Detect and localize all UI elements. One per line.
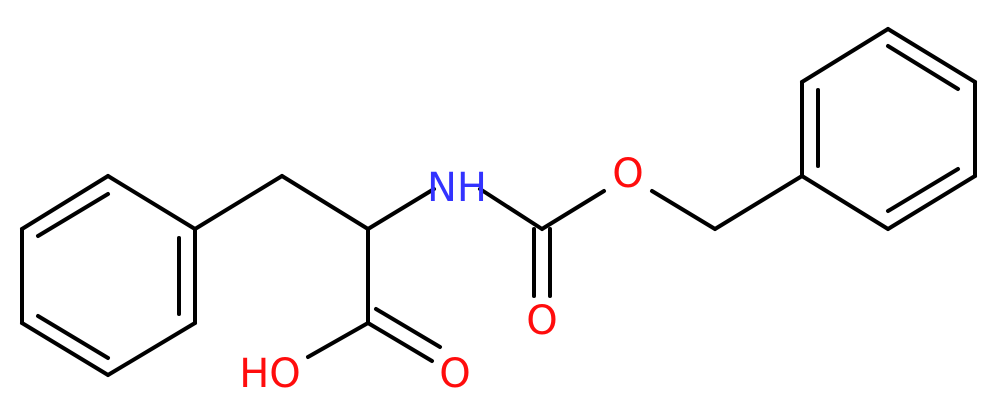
bond-ch2-alpha-c bbox=[280, 174, 370, 231]
bond bbox=[800, 27, 890, 84]
atom-label-acid-carbonyl-oxygen: O bbox=[439, 351, 470, 397]
left-phenyl-ring bbox=[20, 174, 197, 377]
atom-label-nh: NH bbox=[427, 165, 487, 211]
bond-carbonyl-c-ether-o bbox=[540, 189, 606, 231]
aromatic-inner-bond bbox=[886, 167, 960, 213]
atom-label-hydroxyl: HO bbox=[239, 351, 301, 397]
bond bbox=[106, 174, 197, 231]
bond bbox=[20, 174, 110, 231]
atom-label-carbamate-carbonyl-oxygen: O bbox=[526, 298, 557, 344]
aromatic-inner-bond bbox=[36, 192, 110, 238]
bond-alpha-c-nh bbox=[366, 187, 436, 231]
double-bond-acid-co bbox=[366, 321, 434, 363]
bond-nh-carbonyl-c bbox=[478, 187, 544, 231]
bond-ring-ch2 bbox=[193, 174, 284, 231]
bond-ether-o-ch2 bbox=[650, 189, 717, 231]
right-phenyl-ring bbox=[800, 27, 977, 231]
bond bbox=[886, 174, 977, 231]
bond bbox=[106, 321, 197, 377]
bond-acid-c-oh bbox=[306, 321, 370, 359]
bond bbox=[886, 27, 977, 84]
bond bbox=[20, 321, 110, 377]
atom-label-ether-oxygen: O bbox=[612, 151, 643, 197]
bond-ch2-ring bbox=[713, 174, 804, 231]
aromatic-inner-bond bbox=[886, 44, 960, 91]
backbone bbox=[193, 174, 804, 363]
bond bbox=[800, 174, 890, 231]
aromatic-inner-bond bbox=[36, 314, 110, 360]
double-bond-acid-co bbox=[374, 307, 442, 349]
